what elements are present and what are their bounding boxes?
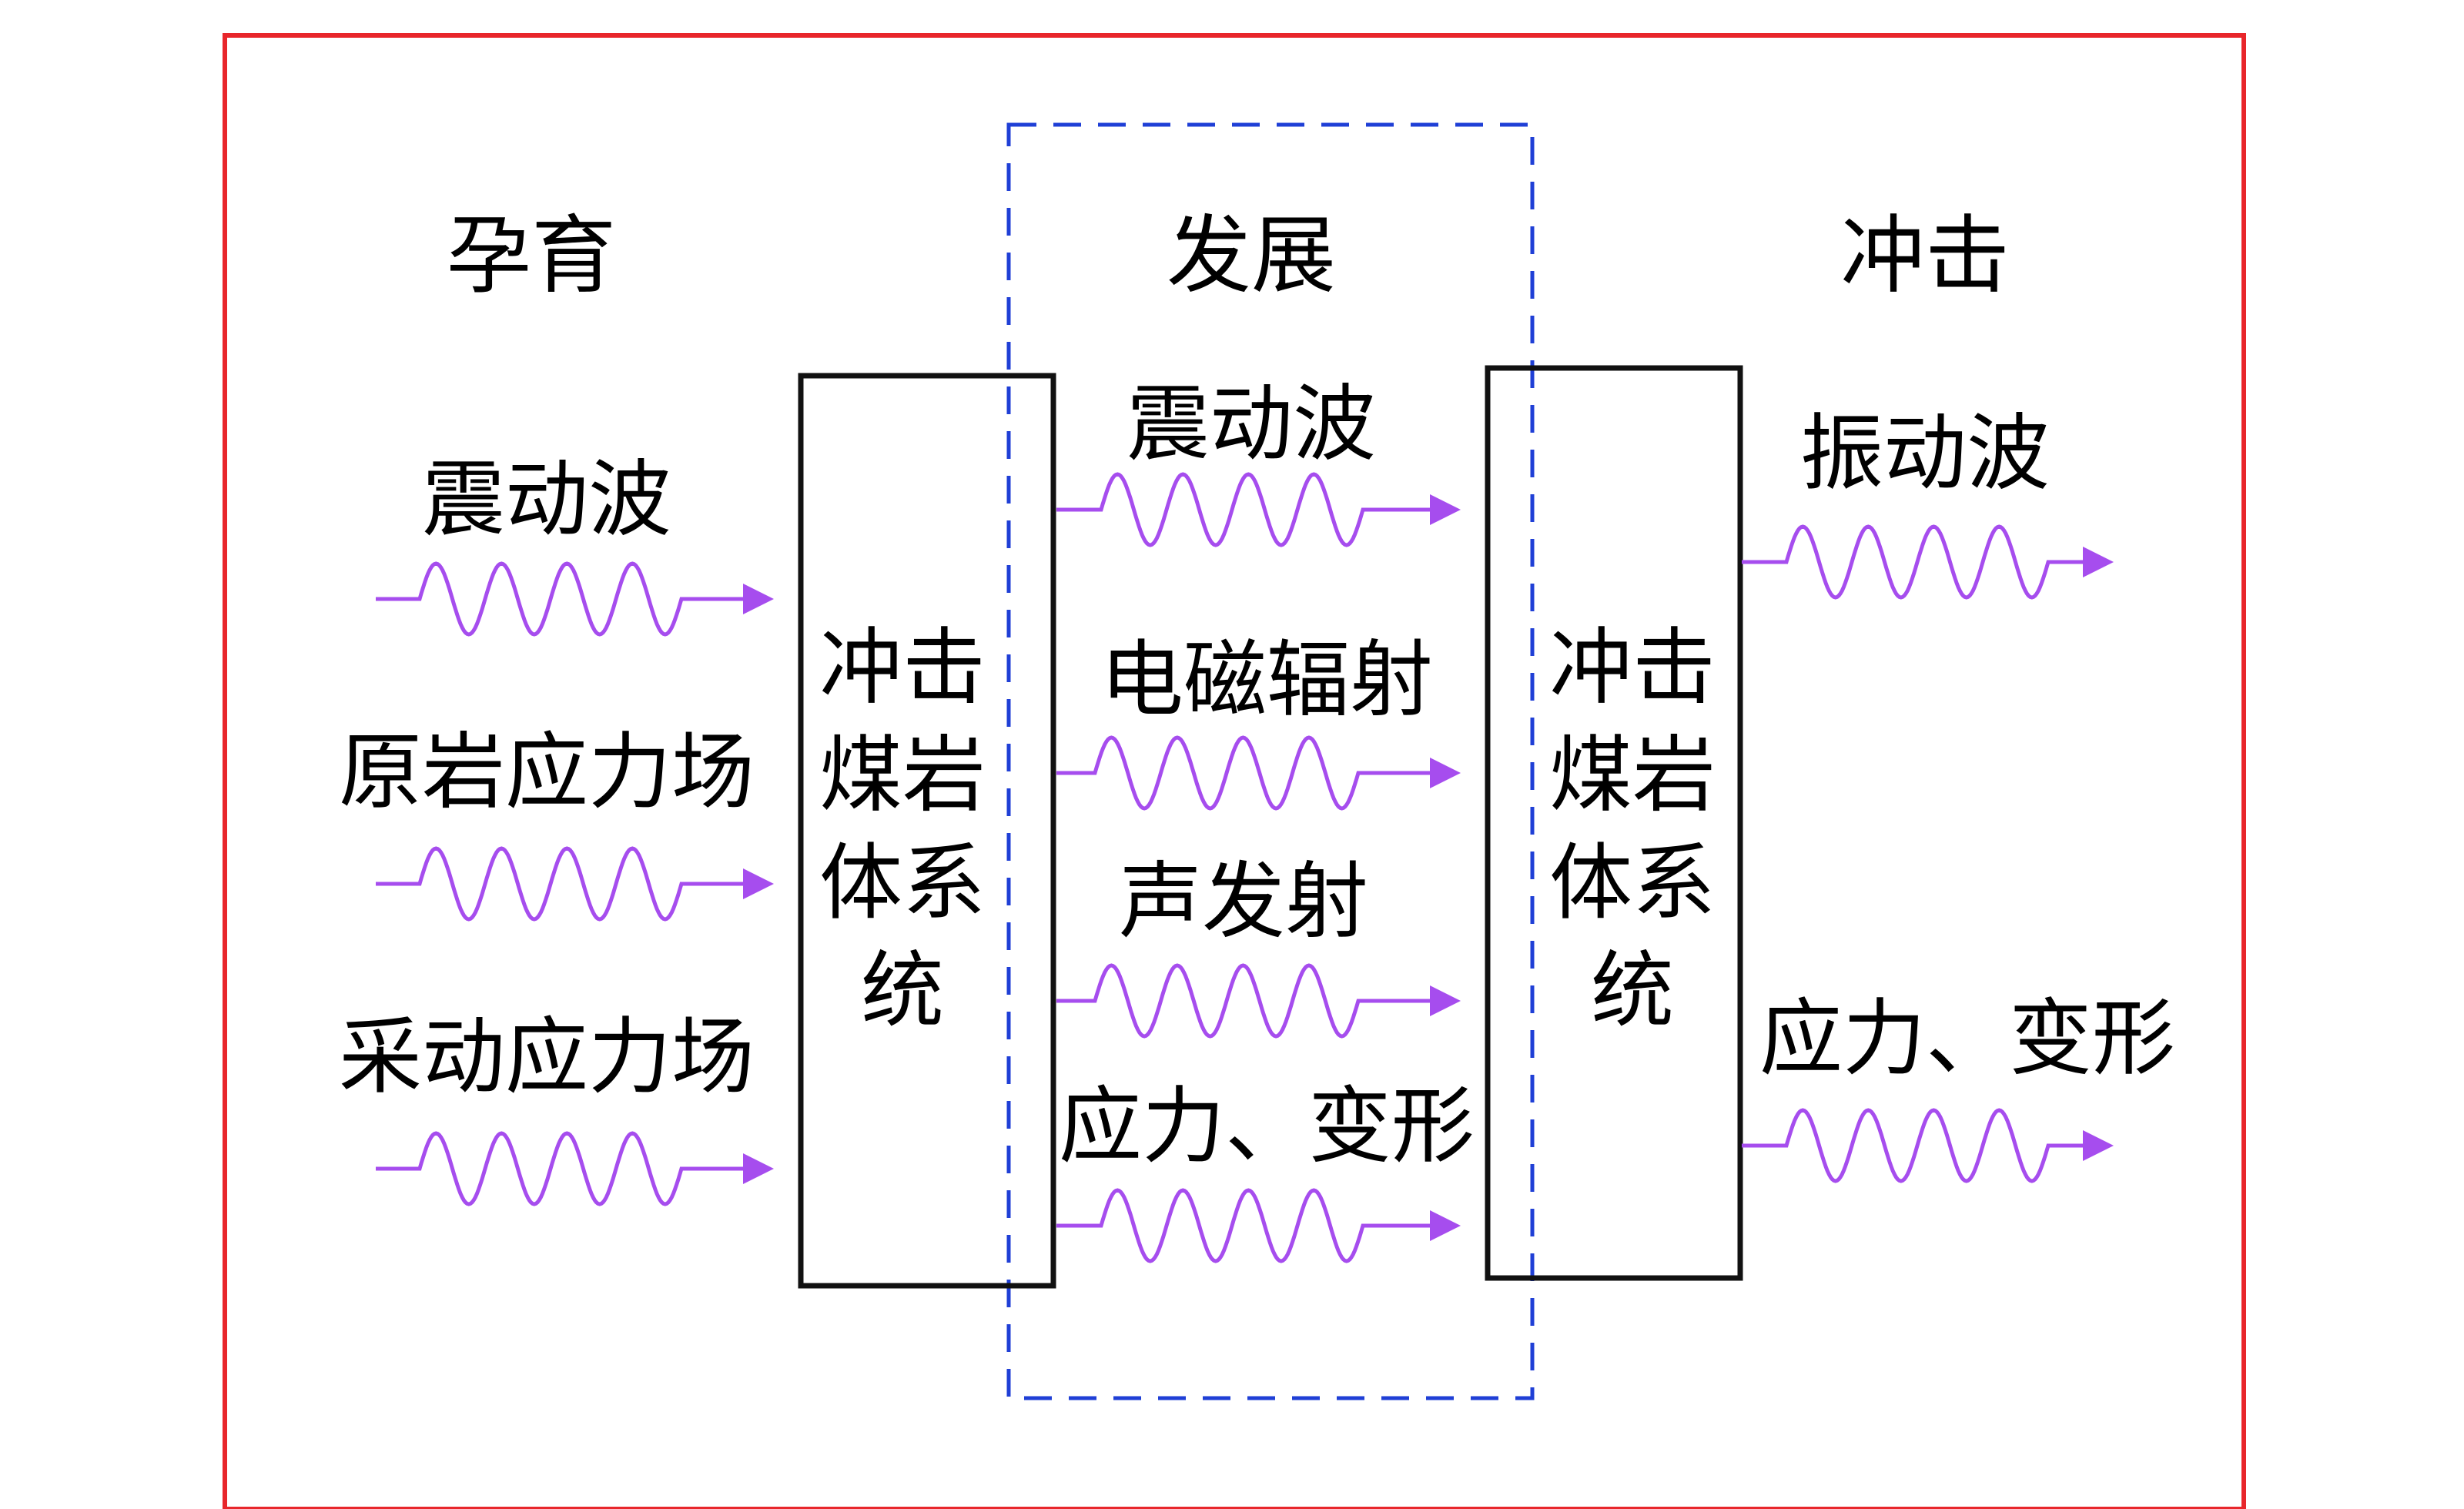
wave-arrow-mid-electromagnetic bbox=[1056, 735, 1461, 811]
mid-label-acoustic: 声发射 bbox=[1119, 854, 1368, 950]
right-label-vibration-wave: 振动波 bbox=[1800, 406, 2050, 502]
wave-arrow-right-stress-deform bbox=[1742, 1108, 2114, 1183]
left-label-mining-stress: 采动应力场 bbox=[339, 1009, 755, 1106]
right-box-line-2: 煤岩 bbox=[1549, 728, 1716, 824]
right-box-line-1: 冲击 bbox=[1549, 620, 1716, 716]
mid-label-stress-deform: 应力、变形 bbox=[1059, 1079, 1475, 1175]
left-label-original-stress: 原岩应力场 bbox=[339, 724, 755, 821]
left-box-line-2: 煤岩 bbox=[819, 728, 986, 824]
stage-label-impact: 冲击 bbox=[1840, 206, 2010, 305]
wave-arrow-left-mining-stress bbox=[376, 1131, 774, 1206]
wave-arrow-mid-seismic bbox=[1056, 472, 1461, 547]
left-box-line-1: 冲击 bbox=[819, 620, 986, 716]
left-label-seismic-wave: 震动波 bbox=[422, 452, 671, 548]
right-label-stress-deform: 应力、变形 bbox=[1759, 991, 2175, 1087]
development-region bbox=[1006, 122, 1535, 1400]
wave-arrow-left-original-stress bbox=[376, 846, 774, 922]
right-box-line-4: 统 bbox=[1591, 943, 1674, 1039]
left-system-box bbox=[798, 373, 1056, 1289]
left-box-line-3: 体系 bbox=[819, 835, 986, 932]
wave-arrow-left-seismic bbox=[376, 561, 774, 637]
outer-frame bbox=[223, 33, 2246, 1509]
wave-arrow-right-vibration bbox=[1742, 524, 2114, 600]
stage-label-development: 发展 bbox=[1167, 206, 1336, 305]
left-box-line-4: 统 bbox=[861, 943, 944, 1039]
wave-arrow-mid-stress-deform bbox=[1056, 1188, 1461, 1263]
mid-label-electromagnetic: 电磁辐射 bbox=[1100, 632, 1433, 728]
wave-arrow-mid-acoustic bbox=[1056, 963, 1461, 1039]
right-system-box bbox=[1485, 365, 1743, 1281]
mid-label-seismic-wave: 震动波 bbox=[1127, 376, 1376, 473]
stage-label-incubation: 孕育 bbox=[447, 206, 616, 305]
right-box-line-3: 体系 bbox=[1549, 835, 1716, 932]
